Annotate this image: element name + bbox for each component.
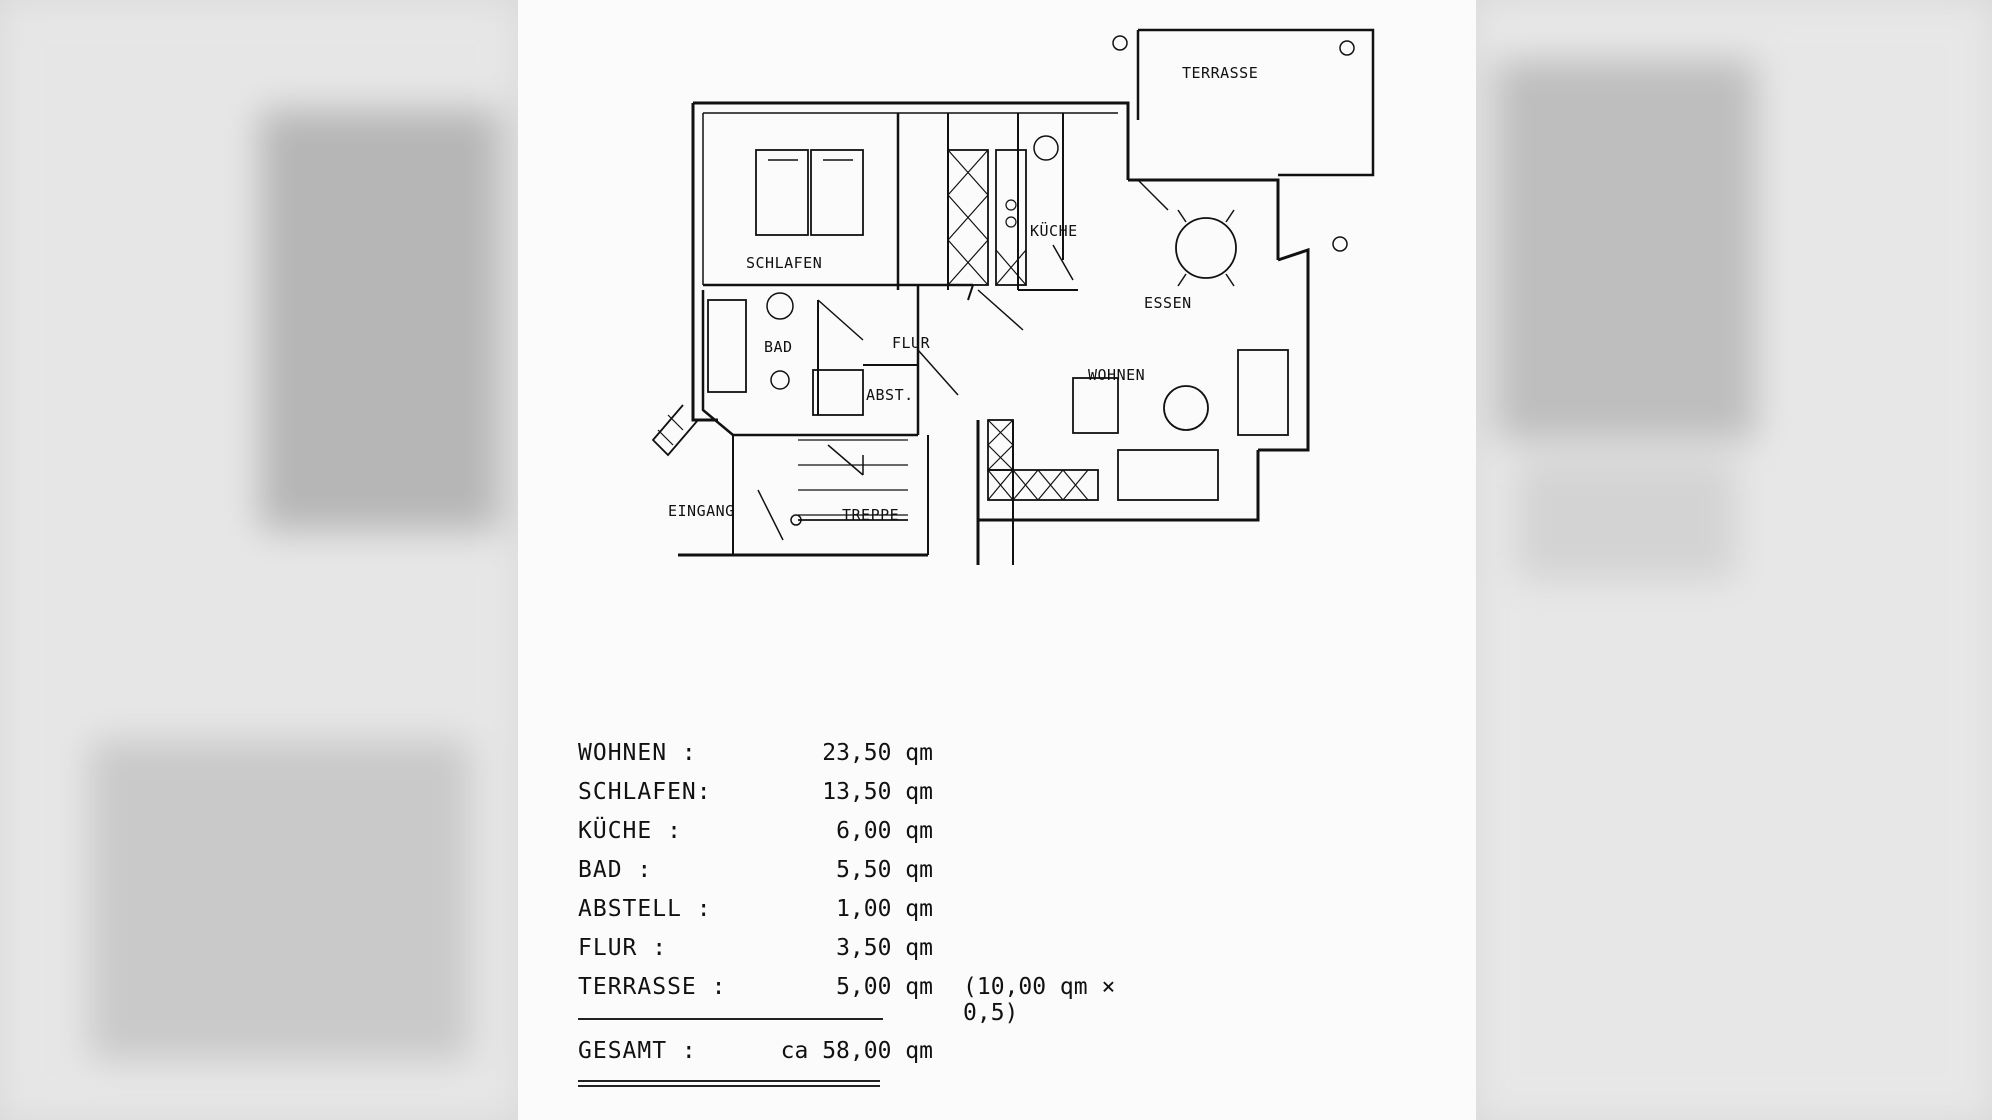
total-label: GESAMT : — [578, 1038, 697, 1064]
room-label-essen: ESSEN — [1144, 294, 1192, 312]
total-row: GESAMT : ca 58,00 qm — [578, 1038, 1138, 1078]
area-value: 3,50 qm — [836, 935, 933, 961]
area-row: TERRASSE : 5,00 qm (10,00 qm × 0,5) — [578, 974, 1138, 1026]
area-name: ABSTELL : — [578, 896, 712, 922]
room-label-eingang: EINGANG — [668, 502, 735, 520]
area-row: SCHLAFEN: 13,50 qm — [578, 779, 1138, 818]
room-label-flur: FLUR — [892, 334, 931, 352]
area-name: TERRASSE : — [578, 974, 727, 1000]
area-value: 23,50 qm — [822, 740, 933, 766]
area-value: 13,50 qm — [822, 779, 933, 805]
area-rows: WOHNEN : 23,50 qm SCHLAFEN: 13,50 qm KÜCHE :… — [578, 740, 1138, 1026]
area-table: WOHNEN : 23,50 qm SCHLAFEN: 13,50 qm KÜCHE :… — [578, 740, 1138, 1087]
room-label-bad: BAD — [764, 338, 793, 356]
area-row: BAD : 5,50 qm — [578, 857, 1138, 896]
sum-rule — [578, 1018, 883, 1020]
area-value: 5,50 qm — [836, 857, 933, 883]
room-label-wohnen: WOHNEN — [1088, 366, 1146, 384]
room-label-schlafen: SCHLAFEN — [746, 254, 823, 272]
area-name: SCHLAFEN: — [578, 779, 712, 805]
double-rule-top — [578, 1080, 880, 1082]
area-row: WOHNEN : 23,50 qm — [578, 740, 1138, 779]
area-row: FLUR : 3,50 qm — [578, 935, 1138, 974]
area-value: 1,00 qm — [836, 896, 933, 922]
background-blur-right — [1476, 0, 1992, 1120]
double-rule-bottom — [578, 1085, 880, 1087]
area-row: ABSTELL : 1,00 qm — [578, 896, 1138, 935]
floor-plan-sheet: TERRASSE KÜCHE SCHLAFEN ESSEN BAD FLUR W… — [518, 0, 1476, 1120]
area-value: 5,00 qm — [836, 974, 933, 1000]
room-label-kueche: KÜCHE — [1030, 222, 1078, 240]
area-name: KÜCHE : — [578, 818, 682, 844]
area-row: KÜCHE : 6,00 qm — [578, 818, 1138, 857]
area-value: 6,00 qm — [836, 818, 933, 844]
area-note: (10,00 qm × 0,5) — [963, 974, 1116, 1026]
area-name: WOHNEN : — [578, 740, 697, 766]
room-label-treppe: TREPPE — [842, 506, 900, 524]
room-label-abst: ABST. — [866, 386, 914, 404]
background-blur-left — [0, 0, 518, 1120]
floor-plan-drawing — [651, 28, 1375, 565]
area-name: FLUR : — [578, 935, 668, 961]
room-label-terrasse: TERRASSE — [1182, 64, 1259, 82]
area-name: BAD : — [578, 857, 653, 883]
total-value: ca 58,00 qm — [780, 1038, 933, 1064]
